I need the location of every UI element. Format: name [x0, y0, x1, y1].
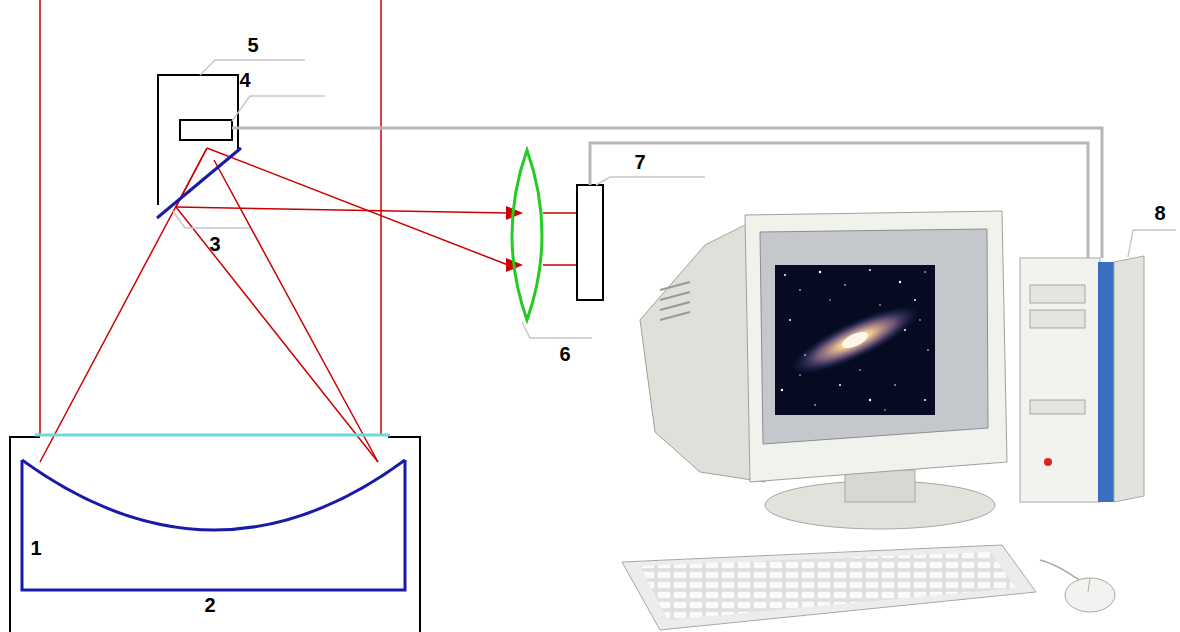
mouse [1040, 560, 1115, 612]
callout-number: 1 [30, 538, 41, 558]
callout-number: 5 [247, 35, 258, 55]
lens [512, 150, 542, 320]
sensor-box [180, 120, 232, 140]
computer-tower [1020, 256, 1144, 502]
diagonal-mirror [157, 148, 241, 218]
callout-number: 8 [1154, 203, 1165, 223]
keyboard [622, 545, 1036, 630]
light-rays [40, 148, 577, 462]
corrector-plate [35, 434, 390, 437]
callout-number: 6 [559, 344, 570, 364]
monitor [640, 211, 1007, 529]
light-ray [380, 0, 382, 435]
callout-number: 4 [239, 70, 250, 90]
callout-number: 2 [204, 595, 215, 615]
callout-number: 7 [634, 152, 645, 172]
primary-mirror [22, 460, 405, 530]
tube-housing [10, 437, 420, 632]
callout-number: 3 [209, 234, 220, 254]
light-ray [39, 0, 41, 435]
mirror-cell [22, 460, 405, 590]
detector-box [577, 185, 603, 300]
